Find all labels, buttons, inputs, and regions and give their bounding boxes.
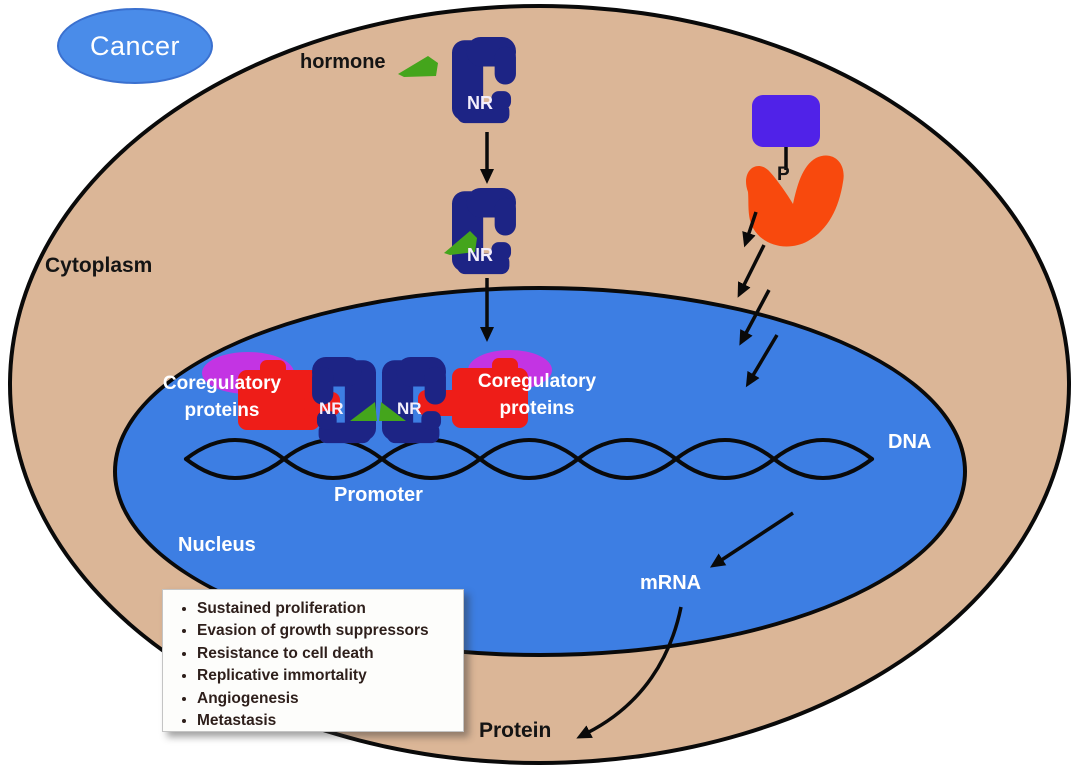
cytoplasm-label: Cytoplasm — [45, 254, 153, 277]
nr-label-dimer-left: NR — [319, 399, 344, 418]
hormone-ligand-icon — [398, 56, 438, 77]
hormone-ligand-dimer-right-icon — [379, 402, 406, 421]
coregulatory-label-left: Coregulatory proteins — [147, 371, 297, 424]
dna-label: DNA — [888, 431, 932, 453]
coregulatory-label-right: Coregulatory proteins — [462, 369, 612, 422]
hallmark-item: Angiogenesis — [197, 689, 459, 709]
cancer-label: Cancer — [89, 30, 181, 61]
arrow-kinase-step-3 — [739, 289, 771, 346]
arrow-mrna-to-protein — [576, 606, 683, 739]
cancer-hallmarks-list: Sustained proliferationEvasion of growth… — [163, 599, 459, 732]
nucleus-label: Nucleus — [178, 534, 256, 556]
arrow-kinase-step-2 — [737, 244, 766, 298]
dna-strand-2 — [184, 438, 874, 480]
coregulatory-label-right-line2: proteins — [499, 397, 575, 419]
dna-strand-1 — [184, 438, 874, 480]
hallmark-item: Evasion of growth suppressors — [197, 621, 459, 641]
coregulatory-label-right-line1: Coregulatory — [477, 371, 597, 392]
protein-label: Protein — [479, 719, 552, 742]
hormone-label: hormone — [300, 51, 386, 73]
nr-label-bound: NR — [467, 245, 493, 265]
coregulatory-label-left-line1: Coregulatory — [162, 373, 282, 394]
kinase-blob — [746, 155, 844, 247]
hallmark-item: Metastasis — [197, 711, 459, 731]
hallmark-item: Sustained proliferation — [197, 599, 459, 619]
nr-label-unbound: NR — [467, 93, 493, 113]
arrow-kinase-step-1 — [742, 211, 758, 248]
hallmark-item: Replicative immortality — [197, 666, 459, 686]
promoter-label: Promoter — [334, 484, 423, 506]
arrow-transcription-to-mrna — [709, 511, 794, 568]
mrna-label: mRNA — [640, 572, 702, 594]
nr-label-dimer-right: NR — [397, 399, 422, 418]
hormone-ligand-bound-icon — [444, 231, 477, 255]
hallmark-item: Resistance to cell death — [197, 644, 459, 664]
hormone-ligand-dimer-left-icon — [350, 402, 377, 421]
dna-helix — [184, 438, 874, 480]
phosphate-label: P — [777, 164, 790, 185]
cancer-hallmarks-box: Sustained proliferationEvasion of growth… — [162, 589, 464, 732]
phosphate-group-icon — [752, 95, 820, 147]
arrow-kinase-step-4 — [745, 334, 779, 388]
coregulatory-label-left-line2: proteins — [184, 399, 260, 421]
cancer-bubble: Cancer — [57, 8, 213, 84]
